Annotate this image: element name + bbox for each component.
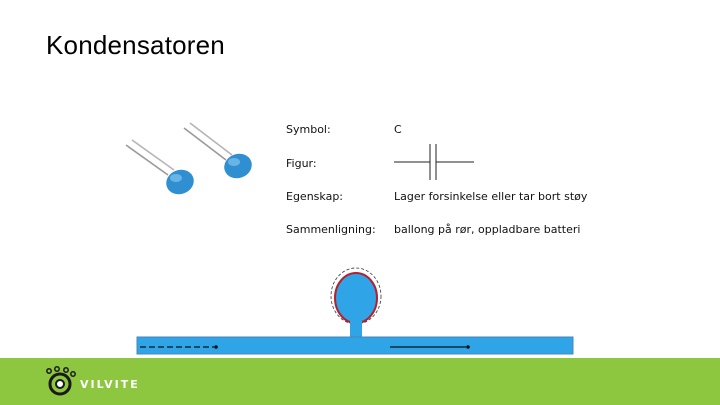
- label-symbol: Symbol:: [286, 123, 331, 136]
- label-sammenligning: Sammenligning:: [286, 223, 376, 236]
- label-egenskap: Egenskap:: [286, 190, 344, 203]
- footer-bar: [0, 358, 720, 405]
- brand-name: VILVITE: [80, 378, 140, 391]
- capacitor-image: [125, 122, 252, 195]
- vilvite-logo-icon: [46, 366, 76, 396]
- page-title: Kondensatoren: [46, 30, 225, 60]
- balloon-pipe-diagram: [136, 267, 574, 355]
- value-egenskap: Lager forsinkelse eller tar bort støy: [394, 190, 588, 203]
- value-symbol: C: [394, 123, 402, 136]
- value-sammenligning: ballong på rør, oppladbare batteri: [394, 223, 581, 236]
- label-figur: Figur:: [286, 157, 317, 170]
- capacitor-symbol-icon: [394, 144, 474, 180]
